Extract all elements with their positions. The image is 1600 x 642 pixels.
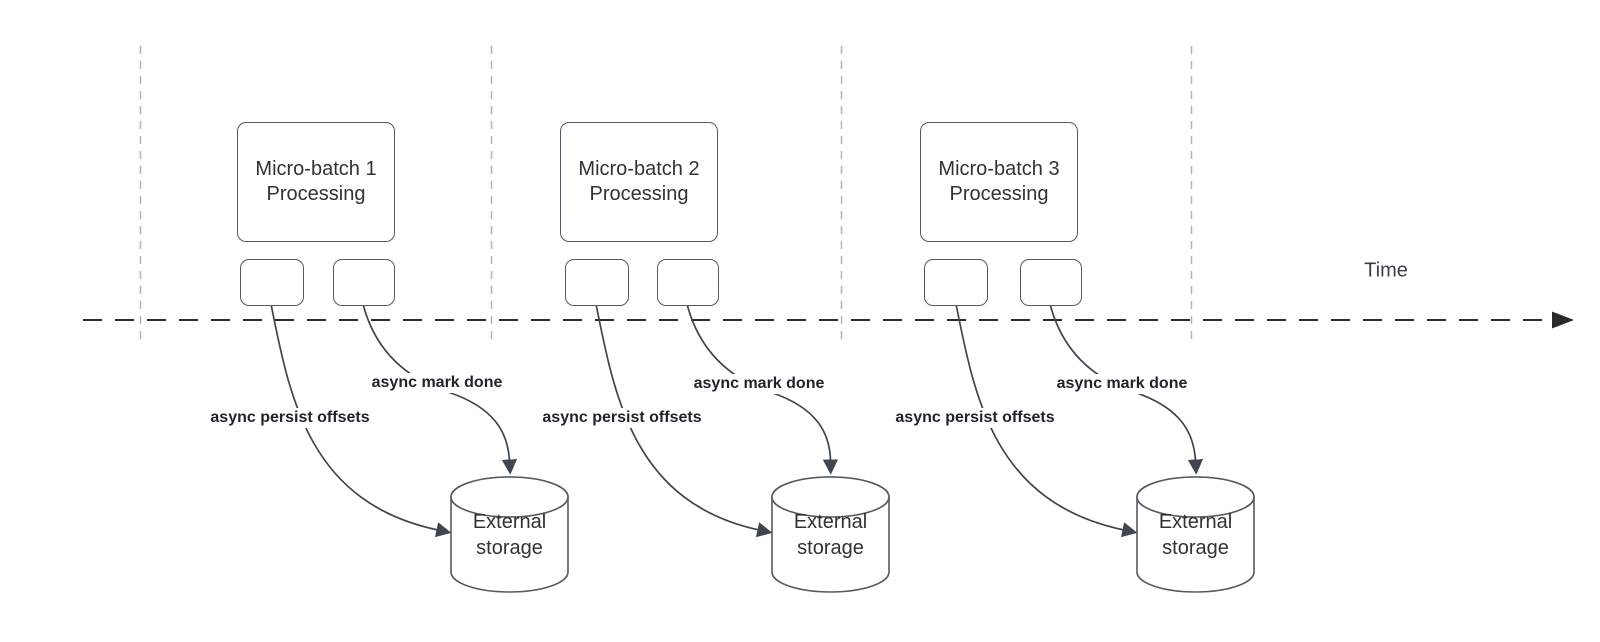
micro-batch-3-label-line1: Micro-batch 3 [938, 158, 1060, 180]
async-persist-offsets-label-3: async persist offsets [892, 408, 1058, 428]
async-persist-offsets-label-2: async persist offsets [539, 408, 705, 428]
async-persist-offsets-label-1: async persist offsets [207, 408, 373, 428]
micro-batch-2-mark-done-task-box [657, 259, 719, 306]
time-axis-label: Time [1364, 259, 1408, 282]
micro-batch-3-persist-task-box [924, 259, 988, 306]
async-persist-arrow-1 [270, 303, 452, 538]
micro-batch-3-mark-done-task-box [1020, 259, 1082, 306]
external-storage-label-2-line2: storage [797, 537, 864, 559]
external-storage-label-2: External storage [772, 505, 889, 565]
external-storage-label-3: External storage [1137, 505, 1254, 565]
async-mark-done-label-2: async mark done [690, 374, 828, 394]
micro-batch-2-label-line1: Micro-batch 2 [578, 158, 700, 180]
async-mark-done-label-1: async mark done [368, 373, 506, 393]
micro-batch-2-label-line2: Processing [589, 183, 689, 205]
external-storage-label-1: External storage [451, 505, 568, 565]
micro-batch-1-mark-done-task-box [333, 259, 395, 306]
external-storage-cylinder-3 [1136, 476, 1255, 593]
external-storage-cylinder-1 [450, 476, 569, 593]
micro-batch-1-persist-task-box [240, 259, 304, 306]
micro-batch-2-persist-task-box [565, 259, 629, 306]
external-storage-label-3-line1: External [1158, 511, 1233, 533]
async-persist-arrow-2 [595, 303, 773, 538]
external-storage-label-1-line1: External [472, 511, 547, 533]
micro-batch-2-processing-box: Micro-batch 2 Processing [560, 122, 718, 242]
async-persist-arrow-3 [955, 303, 1138, 538]
micro-batch-3-processing-box: Micro-batch 3 Processing [920, 122, 1078, 242]
micro-batch-1-label-line2: Processing [266, 183, 366, 205]
micro-batch-3-label-line2: Processing [949, 183, 1049, 205]
external-storage-label-2-line1: External [793, 511, 868, 533]
external-storage-label-3-line2: storage [1162, 537, 1229, 559]
micro-batch-1-label-line1: Micro-batch 1 [255, 158, 377, 180]
micro-batch-1-processing-box: Micro-batch 1 Processing [237, 122, 395, 242]
timeline-arrowhead-icon [1552, 311, 1574, 329]
external-storage-label-1-line2: storage [476, 537, 543, 559]
external-storage-cylinder-2 [771, 476, 890, 593]
async-mark-done-label-3: async mark done [1053, 374, 1191, 394]
